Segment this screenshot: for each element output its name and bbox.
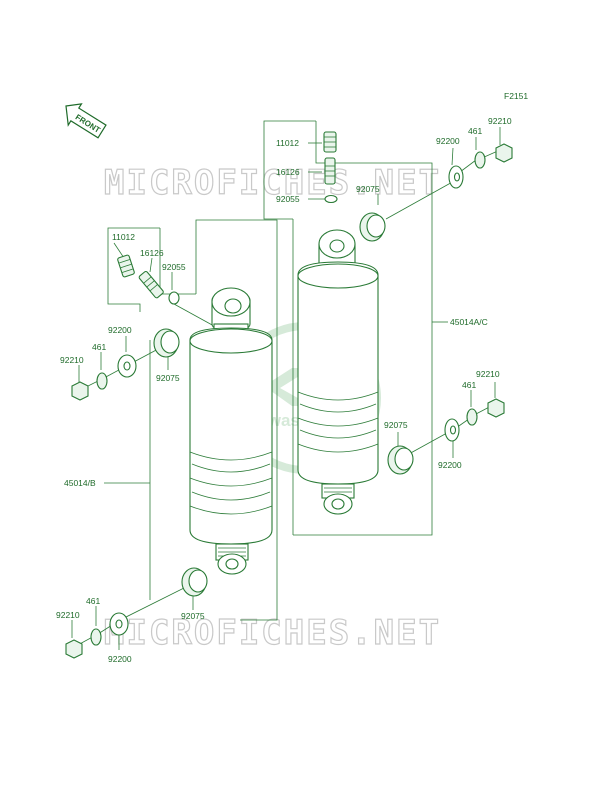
- left-hardware: [65, 254, 208, 659]
- label-l-45014b: 45014/B: [64, 478, 96, 488]
- label-l-16126: 16126: [140, 248, 164, 258]
- label-l-92075-bot: 92075: [181, 611, 205, 621]
- label-l-92075-top: 92075: [156, 373, 180, 383]
- diagram-code: F2151: [504, 91, 528, 101]
- label-r-92200-top: 92200: [436, 136, 460, 146]
- watermark-top: MICROFICHES.NET: [104, 163, 441, 203]
- label-r-461-top: 461: [468, 126, 482, 136]
- label-r-92210-bot: 92210: [476, 369, 500, 379]
- front-arrow-icon: FRONT: [65, 103, 107, 139]
- label-l-92200-top: 92200: [108, 325, 132, 335]
- label-l-92055: 92055: [162, 262, 186, 272]
- label-r-92210-top: 92210: [488, 116, 512, 126]
- label-r-92075-top: 92075: [356, 184, 380, 194]
- label-l-461-top: 461: [92, 342, 106, 352]
- label-l-92200-bot: 92200: [108, 654, 132, 664]
- label-r-92055: 92055: [276, 194, 300, 204]
- watermark-bottom: MICROFICHES.NET: [104, 613, 441, 653]
- right-hardware: [323, 131, 513, 475]
- label-r-461-bot: 461: [462, 380, 476, 390]
- left-shock-leader-lines: [71, 219, 278, 650]
- right-shock-absorber: [297, 229, 379, 515]
- left-shock-absorber: [189, 287, 273, 575]
- label-r-16126: 16126: [276, 167, 300, 177]
- label-r-92200-bot: 92200: [438, 460, 462, 470]
- label-l-92210-top: 92210: [60, 355, 84, 365]
- label-r-45014ac: 45014A/C: [450, 317, 488, 327]
- label-l-461-bot: 461: [86, 596, 100, 606]
- label-r-92075-bot: 92075: [384, 420, 408, 430]
- label-l-92210-bot: 92210: [56, 610, 80, 620]
- label-l-11012: 11012: [112, 232, 135, 242]
- label-r-11012: 11012: [276, 138, 299, 148]
